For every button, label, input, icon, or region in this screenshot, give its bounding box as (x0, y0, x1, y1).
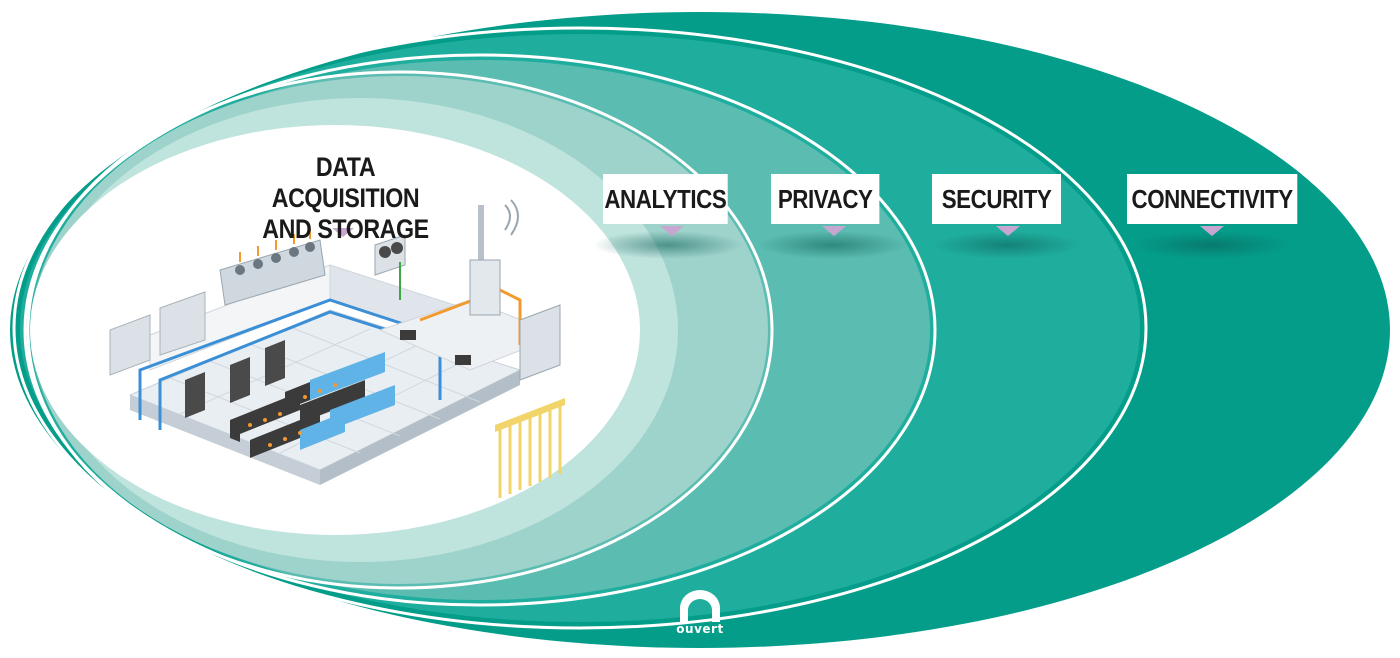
label-security: SECURITY (932, 174, 1061, 224)
pointer-connectivity (1200, 226, 1224, 236)
label-analytics-text: ANALYTICS (604, 183, 727, 214)
label-connectivity: CONNECTIVITY (1127, 174, 1298, 224)
label-analytics: ANALYTICS (603, 174, 728, 224)
pointer-privacy (822, 226, 846, 236)
shadow-analytics (593, 231, 743, 259)
layer-privacy-outline (26, 70, 774, 590)
layer-security-outline (23, 53, 937, 607)
ouvert-arch-logo-icon (680, 590, 720, 622)
label-security-text: SECURITY (941, 183, 1052, 214)
data-acquisition-title: DATA ACQUISITION AND STORAGE (228, 152, 463, 245)
data-acquisition-title-line1: DATA ACQUISITION (271, 152, 420, 213)
label-privacy: PRIVACY (771, 174, 880, 224)
pointer-security (996, 226, 1020, 236)
pointer-analytics (660, 226, 684, 236)
data-center-illustration (109, 199, 565, 498)
data-acquisition-title-line2: AND STORAGE (262, 214, 429, 244)
shadow-connectivity (1131, 231, 1291, 259)
label-privacy-text: PRIVACY (777, 183, 873, 214)
label-connectivity-text: CONNECTIVITY (1131, 183, 1293, 214)
shadow-privacy (757, 231, 907, 259)
layer-connectivity-outline (12, 26, 1148, 630)
pointer-data (332, 228, 354, 237)
shadow-security (932, 231, 1082, 259)
logo-text: ouvert (676, 622, 724, 636)
